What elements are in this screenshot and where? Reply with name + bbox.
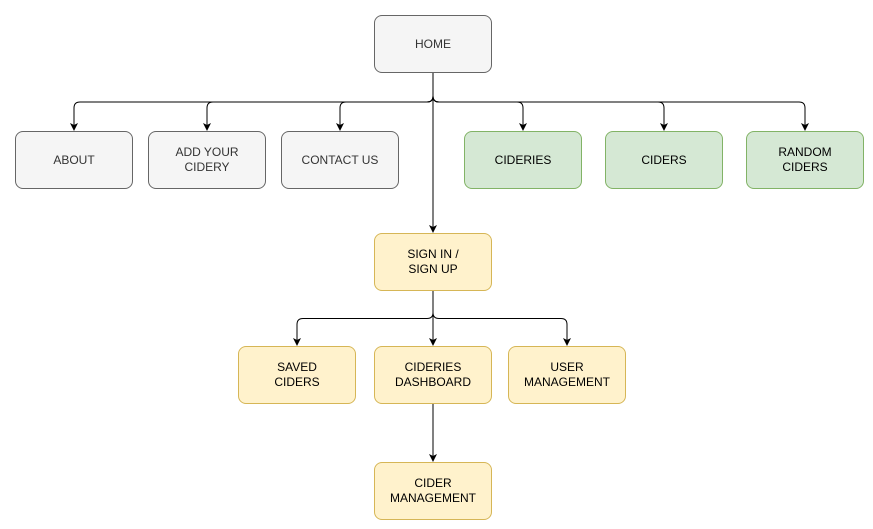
node-random-ciders: RANDOM CIDERS	[746, 131, 864, 189]
node-ciders: CIDERS	[605, 131, 723, 189]
node-add-your-cidery: ADD YOUR CIDERY	[148, 131, 266, 189]
edge-sign-in-to-user-management	[432, 291, 571, 346]
node-cideries-dashboard: CIDERIES DASHBOARD	[374, 346, 492, 404]
edge-sign-in-to-saved-ciders	[293, 291, 434, 346]
node-contact-us: CONTACT US	[281, 131, 399, 189]
node-cideries: CIDERIES	[464, 131, 582, 189]
edge-home-to-contact-us	[336, 73, 434, 131]
node-sign-in: SIGN IN / SIGN UP	[374, 233, 492, 291]
node-saved-ciders: SAVED CIDERS	[238, 346, 356, 404]
node-cider-management: CIDER MANAGEMENT	[374, 462, 492, 520]
edge-home-to-random-ciders	[432, 73, 809, 131]
node-user-management: USER MANAGEMENT	[508, 346, 626, 404]
node-home: HOME	[374, 15, 492, 73]
node-about: ABOUT	[15, 131, 133, 189]
